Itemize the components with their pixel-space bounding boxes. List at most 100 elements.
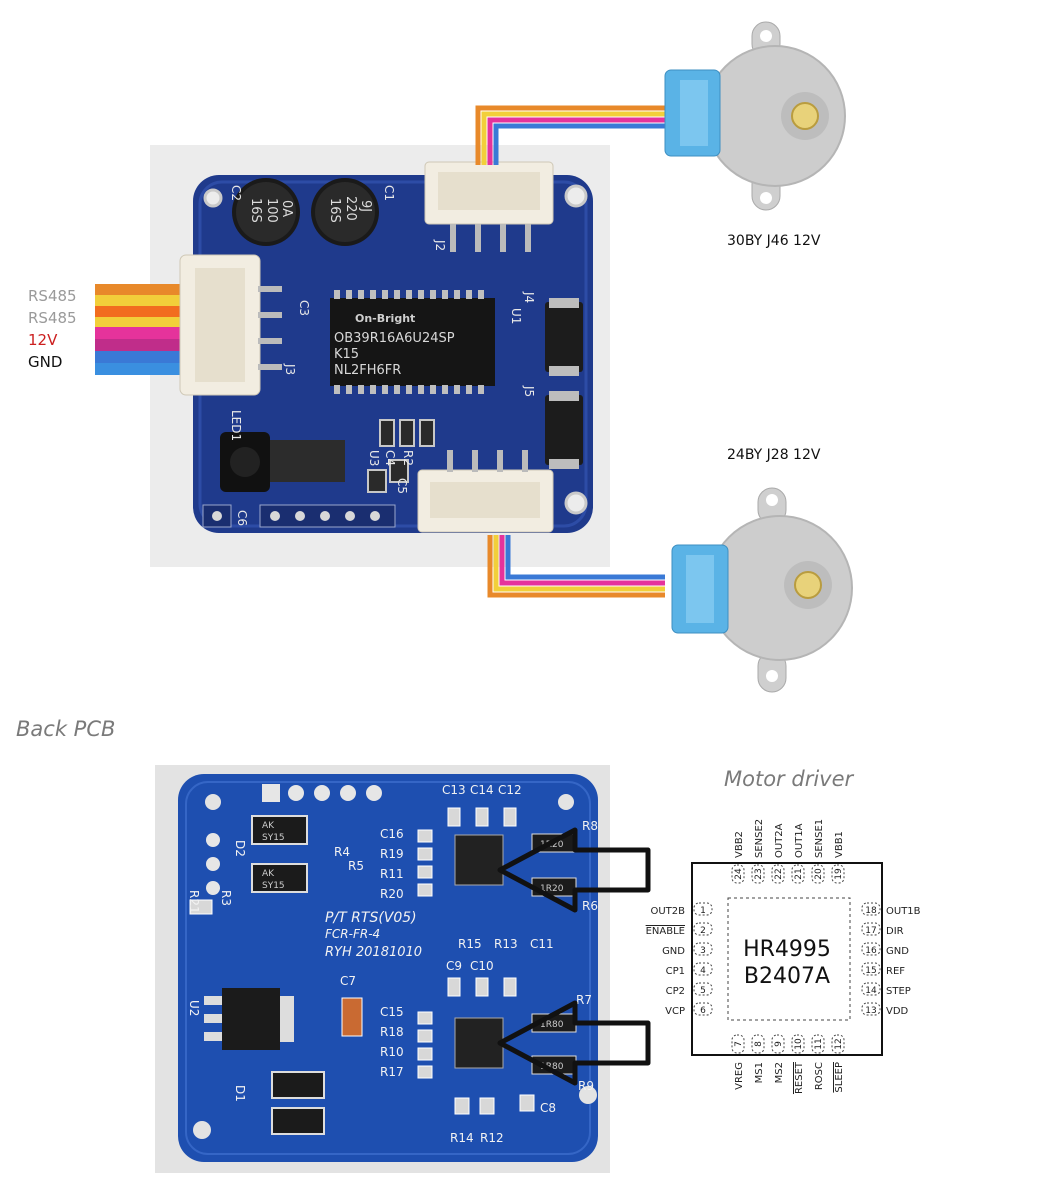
silkscreen-ref: C10 (470, 959, 494, 973)
silkscreen-ref: R19 (380, 847, 404, 861)
pin-number: 15 (865, 966, 876, 976)
silkscreen-ref: R9 (578, 1079, 594, 1093)
pin-pad (693, 922, 713, 936)
diode-marking: AK (262, 821, 275, 831)
chip-marking: NL2FH6FR (334, 363, 401, 378)
silkscreen-ref: C6 (235, 510, 249, 526)
pin-number: 14 (865, 986, 877, 996)
silkscreen-ref: U2 (187, 1000, 201, 1016)
pin-number: 11 (814, 1038, 824, 1049)
pin-pad (731, 1034, 745, 1054)
silkscreen-ref: C4 (383, 450, 397, 466)
ir-receiver (220, 432, 345, 492)
wire-12v (95, 327, 190, 339)
wire-label-rs485-b: RS485 (28, 309, 77, 327)
wire-labels: RS485 RS485 12V GND (28, 285, 77, 373)
stepper-motor-top (664, 21, 846, 211)
pin-pad (791, 864, 805, 884)
pin-number: 6 (700, 1006, 706, 1016)
silkscreen-ref: C14 (470, 783, 494, 797)
resistor-marking: 1R80 (540, 1062, 564, 1072)
pin-number: 9 (774, 1041, 784, 1047)
capacitor-marking: 16S (327, 198, 342, 223)
pin-name: VBB1 (834, 831, 845, 858)
wire-gnd (95, 351, 190, 363)
diode-marking: SY15 (262, 833, 285, 843)
pin-name: STEP (886, 986, 911, 997)
wire-extra (95, 306, 190, 317)
wire-rs485-b (95, 295, 190, 306)
pin-number: 21 (794, 868, 804, 879)
pin-pad (831, 864, 845, 884)
silkscreen-ref: U3 (367, 450, 381, 466)
silkscreen-ref: R13 (494, 937, 518, 951)
silkscreen-ref: R17 (380, 1065, 404, 1079)
pin-number: 3 (700, 946, 706, 956)
mount-hole (203, 188, 223, 208)
silkscreen-ref: LED1 (229, 410, 243, 441)
silkscreen-ref: J3 (283, 363, 297, 375)
pin-number: 20 (814, 868, 824, 880)
silkscreen-text: P/T RTS(V05) (325, 910, 417, 926)
front-pcb-diagram: 0A 100 16S 9J 220 16S On- (95, 21, 853, 693)
header-pins (202, 504, 396, 528)
silkscreen-ref: U1 (509, 308, 523, 324)
pin-number: 18 (865, 906, 877, 916)
driver-package (691, 862, 883, 1056)
resistor-marking: 1R80 (540, 1020, 564, 1030)
tantalum-cap (341, 997, 363, 1037)
pin-number: 16 (865, 946, 877, 956)
pin-pad (693, 962, 713, 976)
silkscreen-ref: R14 (450, 1131, 474, 1145)
pin-number: 13 (865, 1006, 876, 1016)
silkscreen-ref: C9 (446, 959, 462, 973)
silkscreen-ref: C15 (380, 1005, 404, 1019)
silkscreen-ref: C5 (395, 478, 409, 494)
pin-name: GND (662, 946, 685, 957)
pin-name: REF (886, 966, 905, 977)
pin-name: CP1 (666, 966, 685, 977)
silkscreen-ref: R21 (187, 890, 201, 914)
silkscreen-ref: R8 (582, 819, 598, 833)
pin-number: 23 (754, 868, 764, 879)
motor-label-top: 30BY J46 12V (727, 233, 821, 249)
capacitor-marking: 100 (264, 198, 279, 223)
silkscreen-ref: C11 (530, 937, 554, 951)
pin-pad (831, 1034, 845, 1054)
pin-number: 12 (834, 1038, 844, 1049)
wire-label-rs485-a: RS485 (28, 287, 77, 305)
silkscreen-ref: R5 (348, 859, 364, 873)
pin-pad (771, 1034, 785, 1054)
silkscreen-ref: C12 (498, 783, 522, 797)
arrow-to-driver-1 (497, 827, 651, 913)
pin-pad (731, 864, 745, 884)
mount-hole (564, 184, 588, 208)
capacitor-c1: 9J 220 16S (311, 178, 379, 246)
chip-marking: OB39R16A6U24SP (334, 331, 455, 346)
mcu-chip: On-Bright OB39R16A6U24SP K15 NL2FH6FR (330, 290, 495, 394)
driver-chip-code: B2407A (744, 964, 830, 989)
back-pcb-diagram: AK SY15 AK SY15 1R20 1R20 1R80 1R80 (155, 765, 610, 1173)
regulator-u2 (204, 988, 294, 1050)
pin-pad (811, 864, 825, 884)
mount-hole (564, 491, 588, 515)
capacitor-marking: 16S (248, 198, 263, 223)
pin-number: 19 (834, 868, 844, 880)
connector-j3 (417, 450, 554, 533)
silkscreen-ref: R10 (380, 1045, 404, 1059)
resistor-marking: 1R20 (540, 884, 564, 894)
pin-name: MS2 (774, 1062, 785, 1083)
diode-marking: AK (262, 869, 275, 879)
pin-pad (791, 1034, 805, 1054)
back-pcb-title: Back PCB (16, 717, 116, 741)
pin-name: DIR (886, 926, 904, 937)
chip-marking: K15 (334, 347, 359, 362)
pin-name: ROSC (814, 1062, 825, 1090)
motor-wire-bottom (487, 535, 665, 598)
pin-number: 17 (865, 926, 876, 936)
pin-pad (693, 1002, 713, 1016)
silkscreen-ref: D2 (233, 840, 247, 857)
jumper-blocks (545, 298, 583, 469)
wire-rs485-a (95, 284, 190, 295)
silkscreen-ref: C16 (380, 827, 404, 841)
